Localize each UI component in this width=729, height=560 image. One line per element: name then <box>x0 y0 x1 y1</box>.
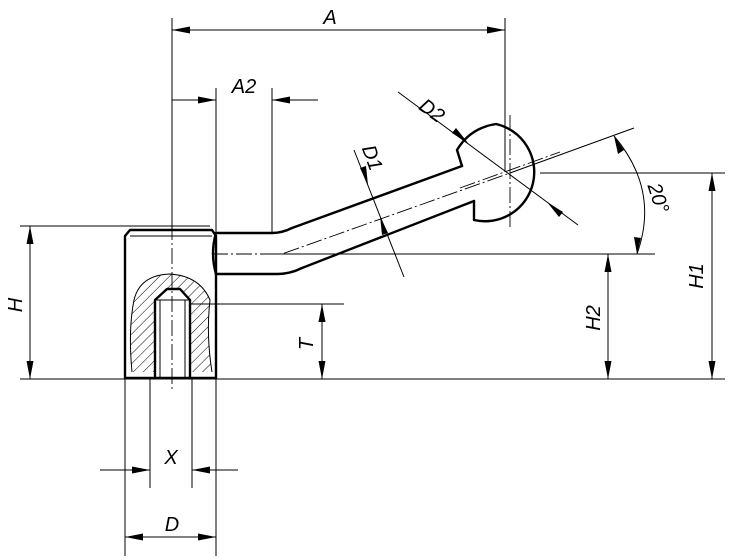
dimension-h: H <box>5 225 210 379</box>
hub-body <box>123 200 218 392</box>
dimension-h2: H2 <box>583 254 612 379</box>
dimension-h1: H1 <box>540 172 725 379</box>
hub-section-hatch <box>129 273 213 373</box>
dimension-a2: A2 <box>172 76 318 232</box>
label-angle: 20° <box>642 179 673 216</box>
label-d2: D2 <box>415 95 449 128</box>
threaded-bore <box>153 287 192 380</box>
lever-arm <box>211 164 511 276</box>
dimension-d: D <box>124 379 217 556</box>
label-h: H <box>5 297 27 312</box>
dimension-d1: D1 <box>353 142 405 278</box>
label-h2: H2 <box>583 305 605 331</box>
label-d: D <box>165 514 179 536</box>
label-x: X <box>163 447 178 469</box>
label-a2: A2 <box>231 76 256 98</box>
label-h1: H1 <box>686 263 708 289</box>
label-a: A <box>322 7 336 29</box>
label-t: T <box>296 336 318 350</box>
dimension-a: A <box>171 7 506 230</box>
dimension-t: T <box>190 303 344 379</box>
dimension-x: X <box>100 379 238 488</box>
